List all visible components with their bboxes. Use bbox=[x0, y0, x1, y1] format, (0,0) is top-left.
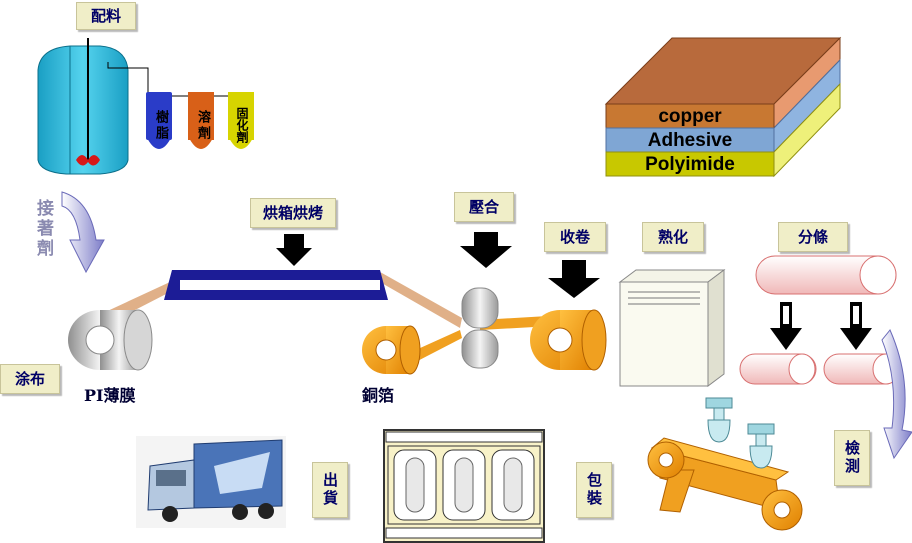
down-arrow-icon bbox=[770, 302, 872, 350]
copper-foil-label: 銅箔 bbox=[362, 386, 395, 405]
press-icon-winding bbox=[548, 260, 600, 298]
step-label-adhesive: 接著劑 bbox=[33, 199, 53, 259]
packaging-box bbox=[383, 429, 545, 543]
layer-label-adhesive: Adhesive bbox=[647, 130, 733, 151]
curing-cabinet bbox=[618, 269, 726, 387]
step-tag-hardener: 固化劑 bbox=[235, 107, 249, 143]
curved-arrow-right-icon bbox=[881, 329, 912, 460]
ingredient-tubes bbox=[146, 92, 254, 149]
curved-arrow-icon bbox=[61, 191, 105, 274]
step-tag-curing: 熟化 bbox=[642, 222, 704, 252]
pi-film-label: PI薄膜 bbox=[84, 386, 136, 405]
pi-film-roll bbox=[68, 309, 153, 371]
step-tag-coating: 涂布 bbox=[0, 364, 60, 394]
step-tag-solvent: 溶劑 bbox=[195, 110, 210, 142]
step-tag-laminating: 壓合 bbox=[454, 192, 514, 222]
laminating-rollers bbox=[461, 287, 499, 369]
slitting-rolls bbox=[739, 255, 901, 385]
truck-image bbox=[136, 436, 286, 528]
layer-label-copper: copper bbox=[658, 106, 722, 127]
mixing-tank bbox=[37, 38, 149, 175]
press-icon-oven bbox=[276, 234, 312, 266]
step-tag-shipping: 出貨 bbox=[312, 462, 348, 518]
press-icon-laminate bbox=[460, 232, 512, 268]
drying-oven bbox=[164, 270, 388, 300]
step-tag-inspection: 檢測 bbox=[834, 430, 870, 486]
laminate-stack bbox=[604, 36, 842, 178]
inspection-sensor-icon bbox=[705, 397, 775, 469]
copper-foil-roll bbox=[362, 325, 421, 375]
step-tag-slitting: 分條 bbox=[778, 222, 848, 252]
inspection-conveyor bbox=[647, 437, 803, 531]
step-tag-resin: 樹脂 bbox=[153, 110, 168, 142]
layer-label-polyimide: Polyimide bbox=[645, 154, 735, 175]
step-tag-winding: 收卷 bbox=[544, 222, 606, 252]
step-tag-packaging: 包裝 bbox=[576, 462, 612, 518]
step-tag-mixing: 配料 bbox=[76, 2, 136, 30]
step-tag-oven: 烘箱烘烤 bbox=[250, 198, 336, 228]
winding-roll bbox=[530, 309, 607, 371]
